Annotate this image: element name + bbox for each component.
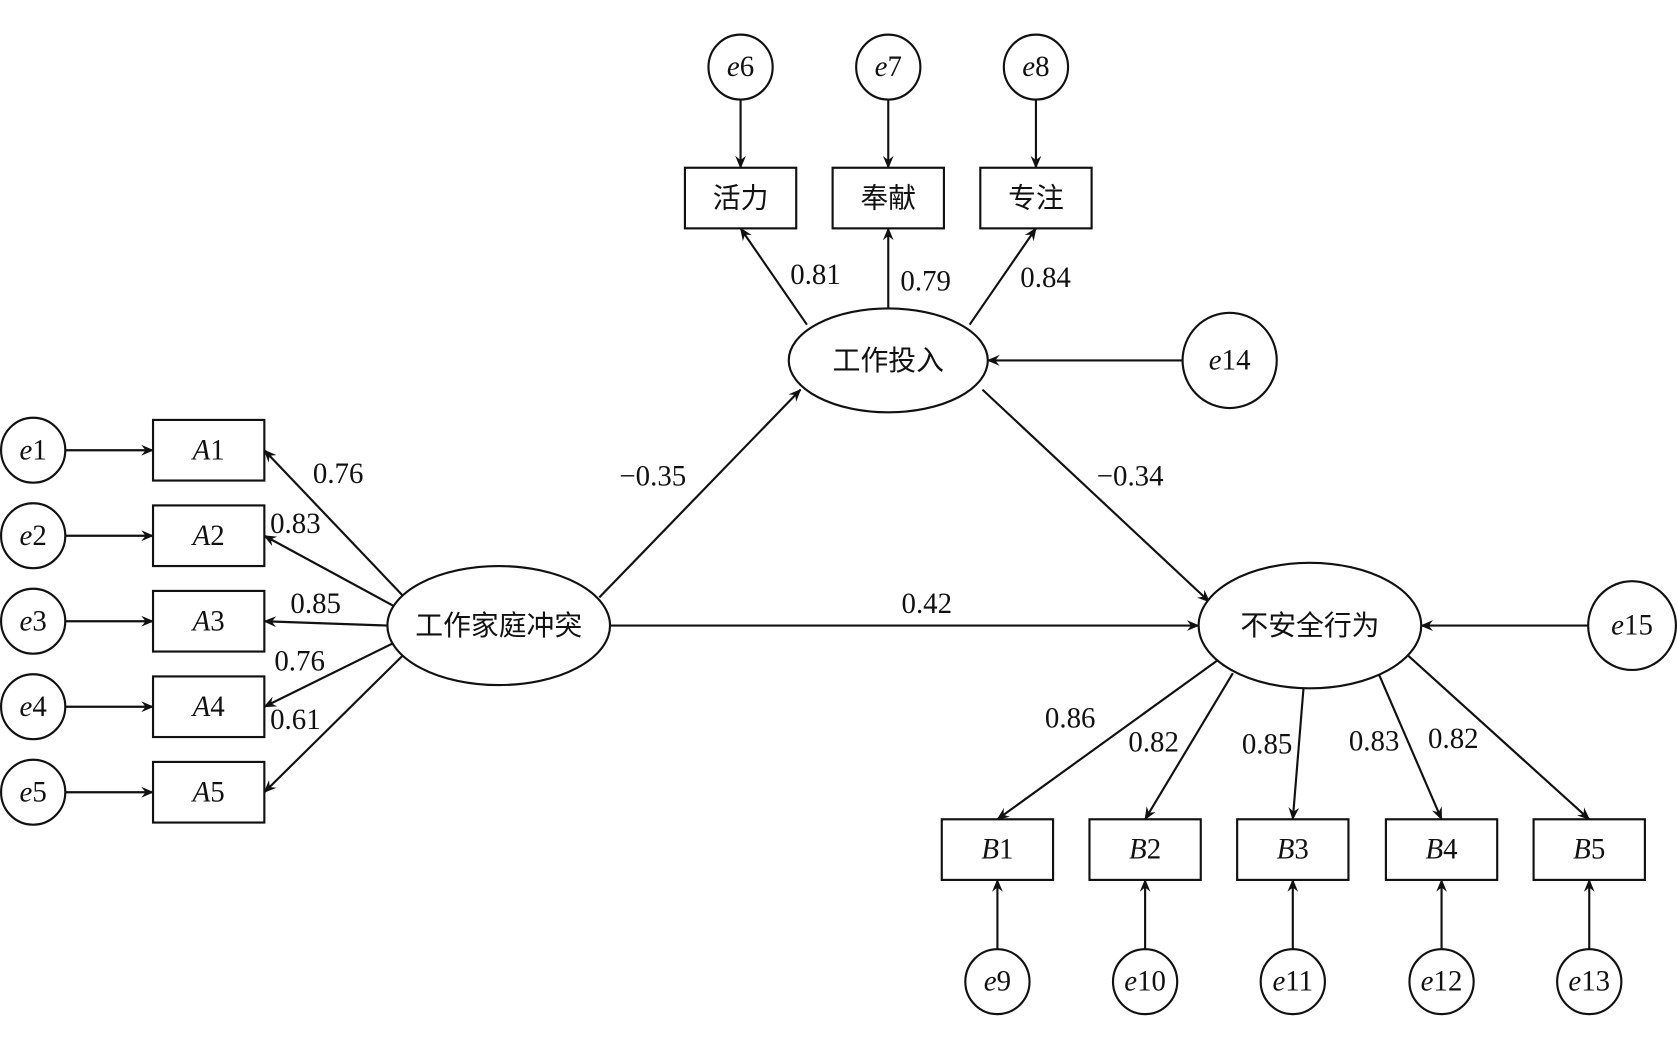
loading-arrow-f [968,227,1037,326]
indicator-box-b5 [1532,818,1646,881]
error-label-e2: e2 [20,520,47,552]
error-label-e3: e3 [20,605,47,637]
error-label-e1: e1 [20,434,47,466]
loading-arrow-a4 [263,641,395,708]
path-we-to-ub-arrow [981,388,1211,603]
indicator-label-a5: A5 [191,776,225,808]
latent-ellipse-ub [1197,561,1423,690]
path-coefficient-we-ub: −0.34 [1097,460,1164,492]
indicator-box-a4 [151,675,266,739]
error-circle-e7 [855,33,922,101]
loading-value-b4: 0.83 [1349,725,1400,757]
indicator-box-b4 [1384,818,1499,881]
error-label-e7: e7 [875,51,902,83]
indicator-box-v [683,166,798,230]
indicator-label-a3: A3 [191,605,225,637]
error-circle-e4 [0,673,67,741]
disturbance-label-e14: e14 [1209,344,1251,376]
indicator-label-b2: B2 [1129,834,1161,866]
indicator-label-b4: B4 [1426,834,1459,866]
error-circle-e8 [1002,33,1070,101]
error-label-e13: e13 [1568,966,1610,998]
error-label-e6: e6 [727,51,754,83]
latent-label-wfc: 工作家庭冲突 [415,609,582,642]
disturbance-circle-e15 [1587,580,1677,672]
loading-arrow-a3 [263,616,388,628]
indicator-box-a5 [151,760,266,824]
indicator-label-d: 奉献 [860,181,916,214]
indicator-label-b5: B5 [1573,834,1605,866]
loading-value-a2: 0.83 [270,508,321,540]
loading-value-a5: 0.61 [270,704,321,736]
indicator-label-a1: A1 [191,434,225,466]
loading-value-a3: 0.85 [290,588,341,620]
error-label-e5: e5 [20,776,47,808]
error-circle-e1 [0,416,67,484]
indicator-box-a2 [151,504,266,568]
loading-value-a4: 0.76 [274,645,325,677]
latent-label-ub: 不安全行为 [1240,609,1379,642]
path-coefficient-wfc-we: −0.35 [619,460,686,492]
indicator-label-b3: B3 [1277,834,1309,866]
error-circle-e10 [1111,948,1179,1016]
latent-ellipse-we [787,307,989,414]
error-circle-e9 [964,948,1031,1016]
loading-arrow-a1 [263,449,404,597]
indicator-box-a3 [151,589,266,653]
disturbance-label-e15: e15 [1611,609,1653,641]
error-label-e10: e10 [1124,966,1166,998]
loading-arrow-v [739,227,808,326]
error-circle-e6 [707,33,774,101]
indicator-box-a1 [151,418,266,482]
error-circle-e12 [1408,948,1475,1016]
nodes-layer [0,33,1677,1016]
latent-label-we: 工作投入 [833,344,944,377]
indicator-box-d [831,166,945,230]
error-circle-e5 [0,758,67,826]
indicator-box-f [979,166,1093,230]
disturbance-circle-e14 [1181,311,1278,410]
loading-value-b1: 0.86 [1045,703,1096,735]
indicator-label-v: 活力 [713,181,769,214]
error-label-e4: e4 [20,691,48,723]
error-label-e8: e8 [1022,51,1049,83]
loading-arrow-b1 [996,656,1223,821]
error-circle-e13 [1556,948,1623,1016]
latent-ellipse-wfc [386,564,612,687]
loading-arrow-b5 [1407,655,1591,821]
error-circle-e3 [0,587,67,655]
indicator-box-b3 [1236,818,1350,881]
indicator-label-f: 专注 [1008,181,1064,214]
path-wfc-to-we-arrow [598,388,802,599]
indicator-label-b1: B1 [981,834,1013,866]
indicator-box-b2 [1088,818,1202,881]
error-circle-e11 [1259,948,1326,1016]
indicator-label-a2: A2 [191,520,225,552]
indicator-label-a4: A4 [191,691,226,723]
loading-arrow-b4 [1377,672,1443,821]
loading-value-d: 0.79 [900,265,951,297]
loading-value-f: 0.84 [1020,262,1071,294]
loading-value-b3: 0.85 [1242,729,1293,761]
loading-arrow-b2 [1144,672,1234,821]
error-label-e9: e9 [984,966,1011,998]
loading-arrow-a2 [263,534,395,608]
loading-value-v: 0.81 [790,259,841,291]
loading-value-b2: 0.82 [1128,726,1179,758]
loading-arrow-b3 [1288,688,1305,821]
indicator-box-b1 [940,818,1055,881]
error-circle-e2 [0,502,67,570]
loading-arrow-a5 [263,655,404,794]
loading-value-a1: 0.76 [313,458,364,490]
error-label-e12: e12 [1421,966,1463,998]
edges-layer [65,99,1595,950]
path-coefficient-wfc-ub: 0.42 [902,588,953,620]
error-label-e11: e11 [1272,966,1313,998]
loading-value-b5: 0.82 [1428,723,1479,755]
